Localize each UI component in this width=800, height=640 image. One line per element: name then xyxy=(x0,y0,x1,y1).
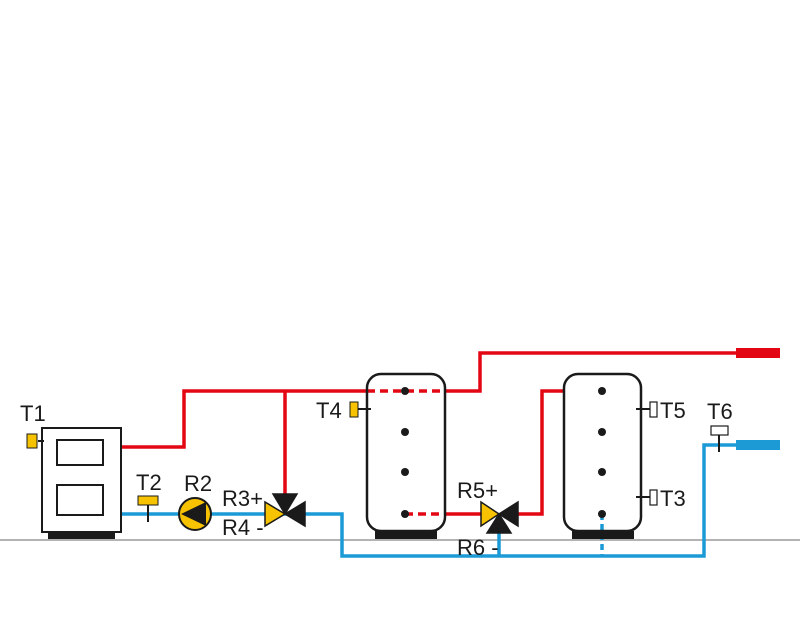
valve-r5-r6 xyxy=(480,500,519,534)
tank-2-port-1 xyxy=(598,387,606,395)
sensor-t4 xyxy=(349,401,359,418)
tank-1-base xyxy=(375,531,437,539)
tank-1-port-1 xyxy=(401,387,409,395)
valve-r3-r4-left-icon xyxy=(264,500,287,528)
sensor-t5 xyxy=(649,401,658,418)
hot-water-outlet-pipe xyxy=(445,351,736,393)
valve-r3-r4 xyxy=(264,493,306,528)
boiler-lower-door xyxy=(56,484,104,516)
boiler-base xyxy=(48,532,115,539)
label-t5: T5 xyxy=(660,398,686,423)
label-t3: T3 xyxy=(660,486,686,511)
hot-water-outlet xyxy=(736,348,780,358)
label-r6: R6 - xyxy=(457,535,499,560)
valve-r5-r6-right-icon xyxy=(497,500,519,528)
tank-2-body xyxy=(562,372,643,533)
valve-r5-r6-left-icon xyxy=(480,500,501,528)
sensor-t6 xyxy=(710,425,729,436)
label-r4: R4 - xyxy=(222,515,264,540)
tank-2-port-2 xyxy=(598,428,606,436)
label-t1: T1 xyxy=(20,401,46,426)
hot-pipes xyxy=(121,351,736,516)
boiler xyxy=(41,427,122,539)
sensor-t2 xyxy=(137,495,159,506)
tank-2-port-4 xyxy=(598,510,606,518)
valve-r5-to-tank2-pipe xyxy=(514,389,565,516)
sensor-t3 xyxy=(649,489,658,506)
tank-2-base xyxy=(572,531,634,539)
tank-1-port-4 xyxy=(401,510,409,518)
tank-1-body xyxy=(365,372,447,533)
tank-1 xyxy=(365,372,447,539)
label-r5: R5+ xyxy=(457,478,498,503)
valve-r3-r4-top-icon xyxy=(271,493,299,516)
pump-r2-arrow-icon xyxy=(181,502,206,526)
label-r2: R2 xyxy=(184,471,212,496)
sensor-t1 xyxy=(26,433,38,449)
tank-2-port-3 xyxy=(598,468,606,476)
tank-1-port-3 xyxy=(401,468,409,476)
label-t4: T4 xyxy=(316,398,342,423)
valve-r5-r6-bottom-icon xyxy=(485,512,513,534)
tank-2 xyxy=(562,372,643,539)
label-t2: T2 xyxy=(136,470,162,495)
cold-water-inlet xyxy=(736,440,780,450)
valve-r3-r4-right-icon xyxy=(283,500,306,528)
label-t6: T6 xyxy=(707,399,733,424)
label-r3: R3+ xyxy=(222,486,263,511)
boiler-flow-pipe xyxy=(121,389,367,449)
tank-1-port-2 xyxy=(401,428,409,436)
pump-r2 xyxy=(178,497,212,531)
boiler-upper-door xyxy=(56,439,104,466)
